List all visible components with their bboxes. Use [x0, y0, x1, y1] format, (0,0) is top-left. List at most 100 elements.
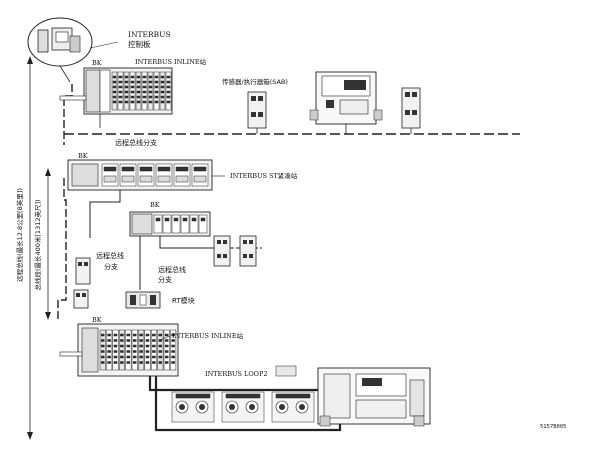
terminal-point: [112, 85, 117, 89]
terminal-point: [142, 85, 147, 89]
figure-code: 5157B005: [540, 424, 567, 430]
terminal-point: [154, 80, 159, 84]
terminal-point: [113, 350, 118, 353]
mid-io-slot: [198, 214, 208, 234]
terminal-point: [126, 339, 131, 342]
terminal-point: [171, 350, 175, 353]
st-connector: [157, 175, 171, 183]
inline-io-slot: [170, 329, 177, 371]
terminal-point: [124, 80, 129, 84]
terminal-point: [100, 333, 105, 337]
inline-station-bottom: [59, 323, 179, 377]
terminal-point: [154, 95, 159, 99]
terminal-point: [112, 80, 117, 84]
terminal-point: [152, 361, 156, 364]
terminal-point: [107, 361, 111, 364]
terminal-point: [130, 100, 135, 104]
loop2-connector-core: [199, 404, 205, 410]
terminal-point: [145, 344, 150, 348]
terminal-point: [145, 355, 150, 359]
terminal-point: [145, 339, 150, 342]
inline-bottom-label: INTERBUS INLINE站: [172, 331, 244, 340]
terminal-point: [120, 361, 124, 364]
terminal-point: [126, 333, 131, 337]
terminal-point: [107, 339, 111, 342]
terminal-point: [160, 95, 165, 99]
terminal-point: [113, 344, 118, 348]
terminal-point: [158, 350, 163, 353]
st-station-label: INTERBUS ST紧凑站: [230, 171, 298, 180]
bk-station-middle: [129, 211, 211, 237]
loop2-connector-core: [279, 404, 285, 410]
terminal-point: [118, 95, 123, 99]
terminal-unit-bottom: [317, 367, 431, 427]
terminal-point: [139, 333, 143, 337]
terminal-point: [139, 350, 143, 353]
terminal-point: [112, 75, 117, 79]
terminal-point: [136, 90, 141, 94]
terminal-point: [152, 339, 156, 342]
terminal-point: [120, 339, 124, 342]
st-connector: [121, 175, 135, 183]
loop2-label-strip: [225, 393, 261, 399]
inline-io-slot: [144, 329, 151, 371]
inline-station-top: [59, 67, 173, 128]
terminal-point: [100, 350, 105, 353]
control-board-label-cn: 控制板: [128, 39, 151, 49]
inline-io-slot: [125, 329, 132, 371]
terminal-point: [142, 80, 147, 84]
terminal-point: [139, 339, 143, 342]
terminal-point: [136, 85, 141, 89]
inline-io-slot: [131, 329, 138, 371]
mid-io-slot: [171, 214, 181, 234]
mid-io-slot: [162, 214, 172, 234]
terminal-point: [120, 350, 124, 353]
terminal-point: [164, 344, 169, 348]
bk-label-4: BK: [92, 316, 102, 324]
terminal-point: [100, 339, 105, 342]
control-board-illustration: [27, 17, 93, 83]
terminal-point: [132, 355, 137, 359]
terminal-point: [130, 80, 135, 84]
terminal-point: [160, 85, 165, 89]
terminal-point: [100, 355, 105, 359]
terminal-point: [130, 85, 135, 89]
terminal-point: [152, 350, 156, 353]
terminal-point: [171, 344, 175, 348]
terminal-point: [130, 90, 135, 94]
terminal-point: [166, 95, 171, 99]
sab-module-1: [247, 91, 267, 134]
terminal-point: [148, 90, 153, 94]
terminal-point: [136, 100, 141, 104]
terminal-point: [120, 355, 124, 359]
terminal-point: [154, 90, 159, 94]
terminal-point: [148, 80, 153, 84]
control-board-label-en: INTERBUS: [128, 30, 171, 39]
inline-io-slot: [138, 329, 145, 371]
terminal-point: [160, 90, 165, 94]
terminal-point: [166, 75, 171, 79]
terminal-point: [191, 217, 197, 222]
terminal-point: [142, 95, 147, 99]
terminal-point: [124, 85, 129, 89]
inline-io-slot: [150, 329, 157, 371]
terminal-point: [126, 355, 131, 359]
terminal-point: [132, 333, 137, 337]
terminal-point: [139, 361, 143, 364]
terminal-point: [145, 333, 150, 337]
terminal-point: [132, 339, 137, 342]
terminal-point: [118, 90, 123, 94]
terminal-point: [158, 339, 163, 342]
sab-module-2: [401, 87, 421, 134]
terminal-point: [164, 217, 170, 222]
loop2-top-connector: [275, 365, 297, 377]
terminal-point: [139, 344, 143, 348]
terminal-point: [142, 90, 147, 94]
mid-io-slot: [189, 214, 199, 234]
st-led-strip: [103, 166, 117, 172]
terminal-point: [155, 217, 161, 222]
terminal-point: [130, 95, 135, 99]
loop2-connector-core: [249, 404, 255, 410]
mid-io-slot: [153, 214, 163, 234]
st-connector: [175, 175, 189, 183]
